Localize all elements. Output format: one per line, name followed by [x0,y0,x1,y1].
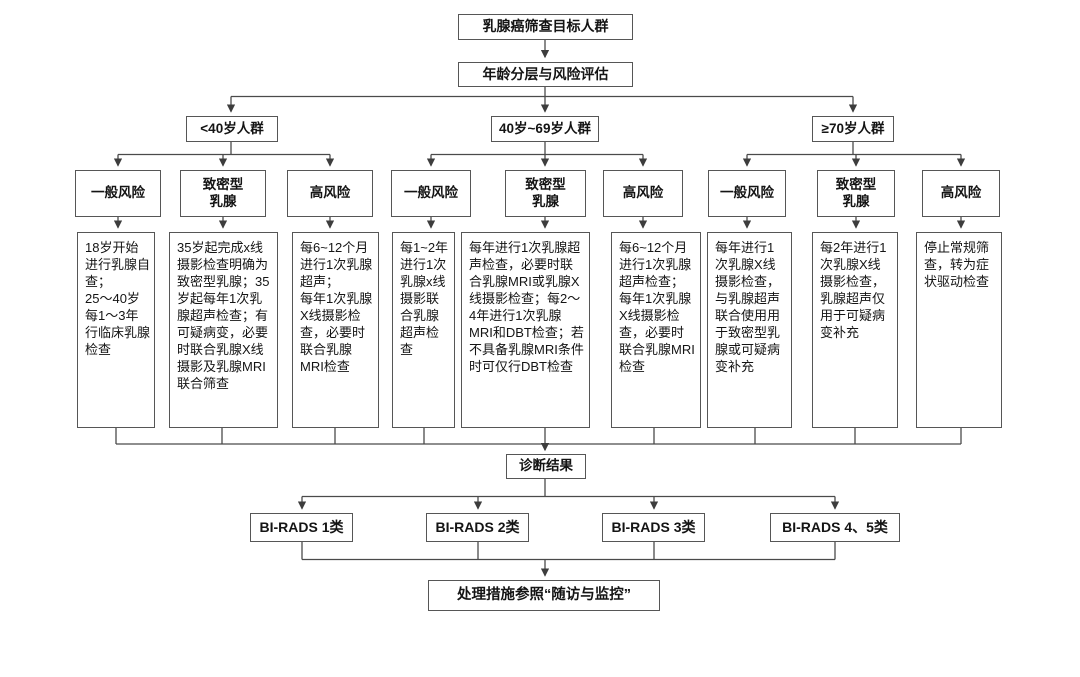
node-plan-dense-70plus: 每2年进行1次乳腺X线摄影检查，乳腺超声仅用于可疑病变补充 [812,232,898,428]
node-risk-high-under40: 高风险 [287,170,373,217]
node-target-population: 乳腺癌筛查目标人群 [458,14,633,40]
node-plan-general-70plus: 每年进行1次乳腺X线摄影检查，与乳腺超声联合使用用于致密型乳腺或可疑病变补充 [707,232,792,428]
node-birads-4-5: BI-RADS 4、5类 [770,513,900,542]
node-age-70-plus: ≥70岁人群 [812,116,894,142]
node-risk-high-70plus: 高风险 [922,170,1000,217]
node-birads-2: BI-RADS 2类 [426,513,529,542]
node-plan-high-under40: 每6~12个月进行1次乳腺超声； 每年1次乳腺X线摄影检查，必要时联合乳腺MRI… [292,232,379,428]
node-risk-general-under40: 一般风险 [75,170,161,217]
node-age-under-40: <40岁人群 [186,116,278,142]
node-action-followup-monitoring: 处理措施参照“随访与监控” [428,580,660,611]
node-risk-dense-70plus: 致密型 乳腺 [817,170,895,217]
node-age-risk-assessment: 年龄分层与风险评估 [458,62,633,87]
node-plan-high-40to69: 每6~12个月进行1次乳腺超声检查； 每年1次乳腺X线摄影检查，必要时联合乳腺M… [611,232,701,428]
node-risk-high-40to69: 高风险 [603,170,683,217]
node-diagnosis-result: 诊断结果 [506,454,586,479]
node-plan-high-70plus: 停止常规筛查，转为症状驱动检查 [916,232,1002,428]
node-risk-dense-under40: 致密型 乳腺 [180,170,266,217]
node-plan-general-under40: 18岁开始进行乳腺自查； 25～40岁每1～3年行临床乳腺检查 [77,232,155,428]
node-birads-3: BI-RADS 3类 [602,513,705,542]
node-risk-general-40to69: 一般风险 [391,170,471,217]
node-risk-dense-40to69: 致密型 乳腺 [505,170,586,217]
node-birads-1: BI-RADS 1类 [250,513,353,542]
node-plan-dense-under40: 35岁起完成x线摄影检查明确为致密型乳腺；35岁起每年1次乳腺超声检查；有可疑病… [169,232,278,428]
node-risk-general-70plus: 一般风险 [708,170,786,217]
node-plan-dense-40to69: 每年进行1次乳腺超声检查，必要时联合乳腺MRI或乳腺X线摄影检查；每2～4年进行… [461,232,590,428]
node-plan-general-40to69: 每1~2年进行1次乳腺x线摄影联合乳腺超声检查 [392,232,455,428]
node-age-40-to-69: 40岁~69岁人群 [491,116,599,142]
